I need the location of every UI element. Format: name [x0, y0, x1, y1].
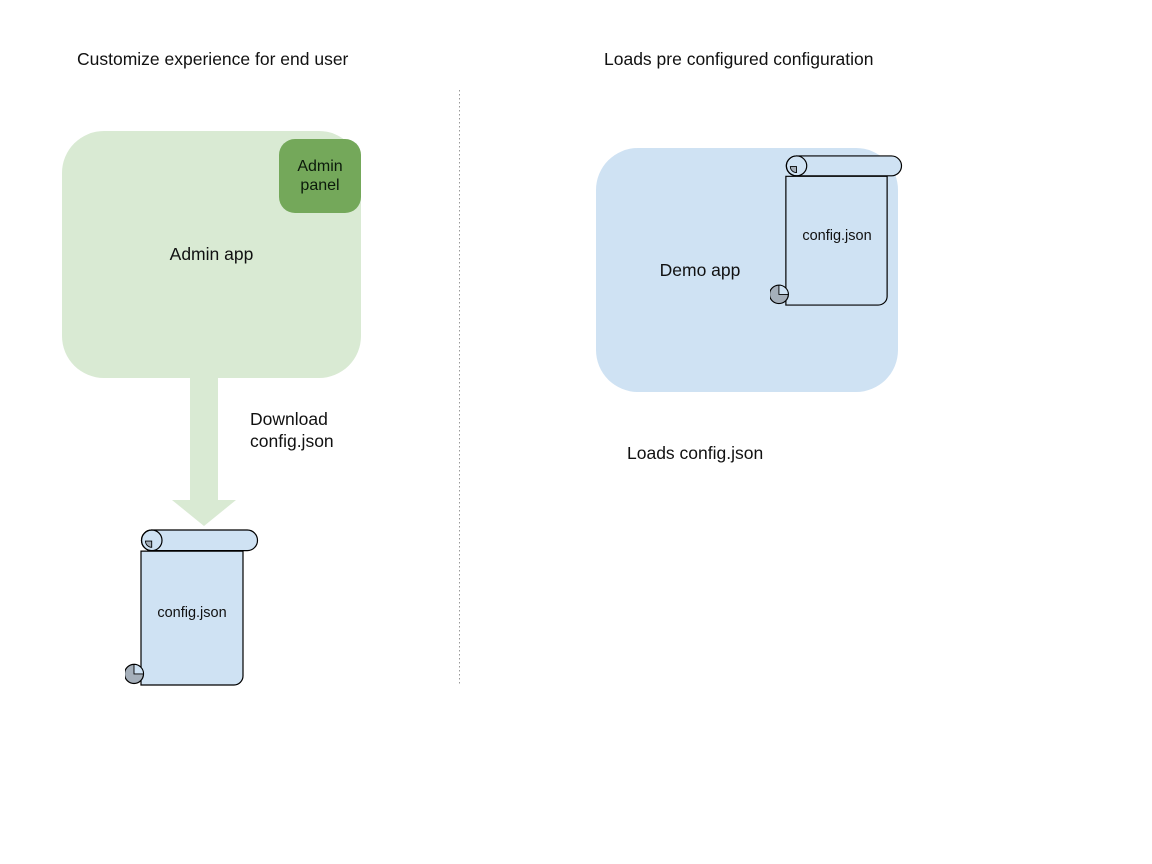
config-json-label-right: config.json [802, 228, 872, 244]
admin-panel-label: Admin panel [297, 158, 343, 194]
demo-app-label: Demo app [659, 259, 741, 280]
config-json-scroll-right [770, 155, 903, 306]
config-json-scroll-left [125, 529, 259, 686]
admin-panel-shape: Admin panel [279, 139, 361, 213]
section-divider [459, 90, 460, 686]
config-json-label-left: config.json [157, 605, 227, 621]
download-config-label: Download config.json [250, 409, 334, 451]
right-section-title: Loads pre configured configuration [604, 49, 874, 69]
left-section-title: Customize experience for end user [77, 49, 349, 69]
admin-app-label: Admin app [169, 244, 254, 264]
download-arrow-icon [172, 378, 236, 526]
loads-config-label: Loads config.json [627, 443, 764, 463]
